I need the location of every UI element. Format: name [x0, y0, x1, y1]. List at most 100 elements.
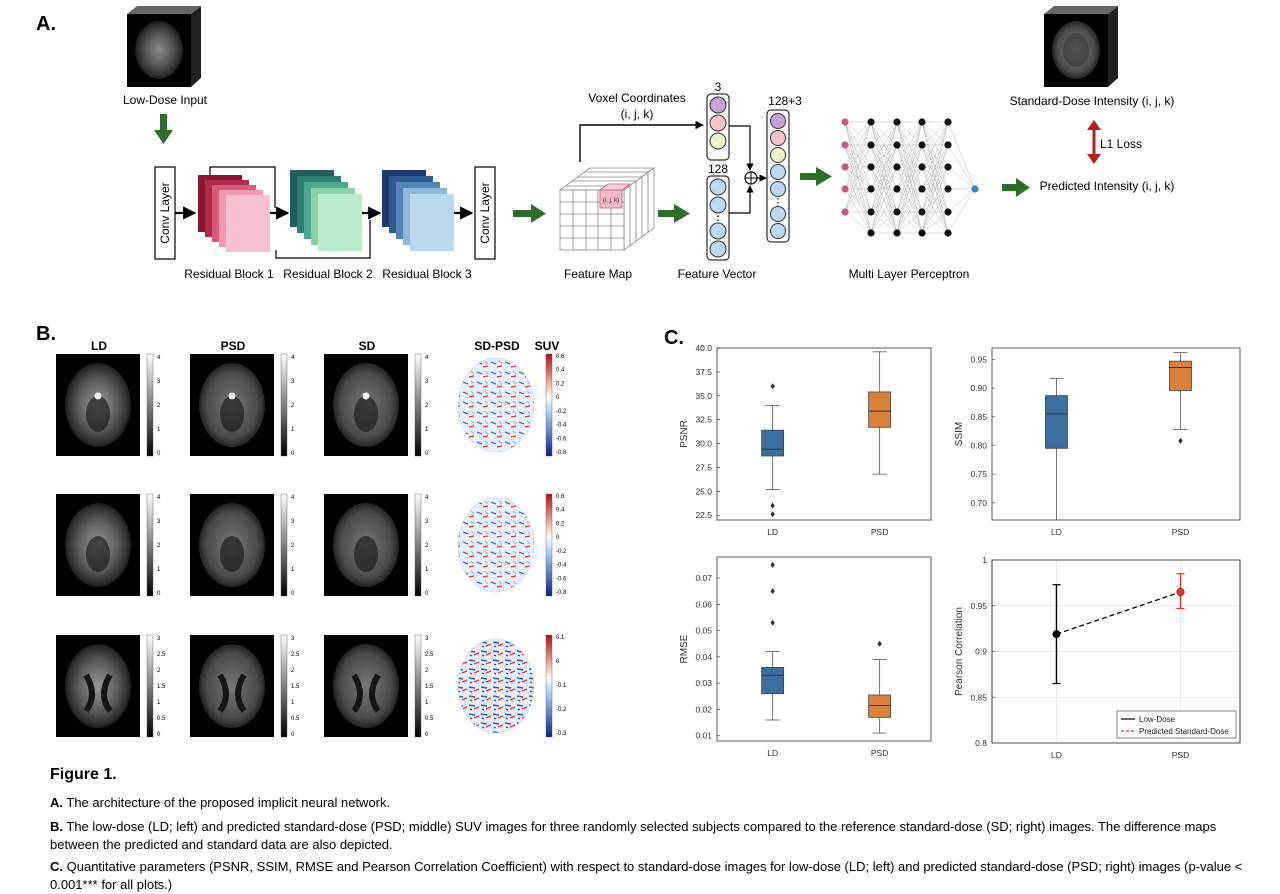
colorbar-tick-label: 1 — [157, 427, 161, 433]
colorbar-tick-label: 0.5 — [425, 716, 434, 722]
colorbar-tick-label: 2.5 — [157, 652, 166, 658]
mlp-neuron — [867, 185, 875, 193]
colorbar-tick-label: 4 — [291, 495, 295, 501]
colorbar-tick-label: 1.5 — [291, 684, 300, 690]
colorbar-tick-label: 0.6 — [556, 494, 565, 500]
colorbar-tick-label: 4 — [291, 355, 295, 361]
y-tick-label: 1 — [982, 555, 987, 565]
y-tick-label: 0.95 — [970, 354, 987, 364]
y-tick-label: 0.90 — [970, 383, 987, 393]
down-arrow-green — [154, 114, 173, 144]
colorbar-tick-label: 0 — [425, 591, 429, 597]
residual-block-2-label: Residual Block 2 — [283, 267, 373, 281]
mlp-connection — [896, 121, 923, 190]
mlp-label: Multi Layer Perceptron — [849, 267, 970, 281]
mlp-connection — [947, 188, 976, 234]
mlp-connection — [844, 121, 872, 234]
y-tick-label: 32.5 — [695, 415, 712, 425]
brain-detail — [354, 536, 378, 572]
mlp-connection — [921, 144, 949, 234]
colorbar-tick-label: 1.5 — [157, 684, 166, 690]
right-arrow-green — [658, 204, 690, 223]
colorbar-tick-label: 4 — [157, 495, 161, 501]
box — [1045, 395, 1068, 449]
y-tick-label: 22.5 — [695, 510, 712, 520]
x-tick-label: PSD — [871, 527, 888, 537]
x-tick-label: LD — [767, 527, 778, 537]
legend-label: Predicted Standard-Dose — [1139, 727, 1229, 736]
mlp-connection — [844, 121, 872, 146]
box — [761, 667, 785, 695]
colorbar-tick-label: 2 — [425, 403, 429, 409]
caption-c: C. Quantitative parameters (PSNR, SSIM, … — [50, 858, 1246, 894]
colorbar-tick-label: -0.3 — [556, 731, 567, 737]
mlp-neuron — [841, 185, 849, 193]
conv-layer-1-label: Conv Layer — [158, 182, 172, 243]
mlp-connection — [921, 121, 949, 213]
mlp-connection — [844, 166, 872, 213]
mlp-connection — [896, 121, 923, 168]
colorbar-tick-label: 0 — [556, 535, 560, 541]
brain-detail — [220, 396, 244, 432]
column-sd-label: SD — [359, 339, 376, 353]
mlp-neuron — [867, 163, 875, 171]
y-tick-label: 0.07 — [695, 573, 712, 583]
colorbar-tick-label: 0.6 — [556, 354, 565, 360]
colorbar-tick-label: 3 — [291, 519, 295, 525]
plot-frame — [716, 347, 932, 521]
mlp-neuron — [841, 208, 849, 216]
colorbar-tick-label: -0.2 — [556, 409, 567, 415]
colorbar-tick-label: 1 — [425, 427, 429, 433]
colorbar-tick-label: 1.5 — [425, 684, 434, 690]
data-point — [1052, 630, 1061, 639]
difference-map — [457, 357, 535, 453]
y-tick-label: 37.5 — [695, 367, 712, 377]
dim-coords-label: 3 — [715, 80, 722, 94]
residual-block-2 — [290, 170, 362, 251]
outlier — [1178, 437, 1183, 444]
mlp-connection — [896, 211, 923, 234]
skip-connection-2 — [275, 220, 371, 259]
feature-vector: ⋮ — [706, 175, 730, 261]
caption-a-text: The architecture of the proposed implici… — [66, 795, 391, 810]
brain-detail — [220, 536, 244, 572]
dim-concat-label: 128+3 — [768, 94, 802, 108]
colorbar-tick-label: 3 — [291, 636, 295, 642]
brain-shape — [333, 644, 399, 728]
box — [1169, 360, 1192, 391]
colorbar-tick-label: 0 — [425, 732, 429, 738]
low-dose-input-cube — [127, 6, 201, 87]
l1-loss-arrow — [1087, 120, 1101, 164]
residual-block-3-label: Residual Block 3 — [382, 267, 472, 281]
colorbar-tick-label: 2 — [291, 668, 295, 674]
colorbar-tick-label: 2 — [157, 668, 161, 674]
mlp-neuron — [918, 229, 926, 237]
colorbar-tick-label: -0.8 — [556, 450, 567, 456]
panel-a-label: A. — [36, 13, 56, 35]
y-tick-label: 0.06 — [695, 599, 712, 609]
y-tick-label: 35.0 — [695, 391, 712, 401]
mlp-connection — [947, 166, 976, 190]
residual-block-3 — [382, 170, 454, 251]
mlp-connection — [947, 121, 976, 190]
mlp-connection — [947, 144, 976, 190]
colorbar-tick-label: 0.1 — [556, 635, 565, 641]
grayscale-colorbar — [414, 493, 422, 597]
colorbar-tick-label: 0.5 — [157, 716, 166, 722]
y-axis-label: PSNR — [679, 420, 690, 448]
mlp-neuron — [918, 163, 926, 171]
plot-frame — [991, 347, 1241, 521]
mlp-connection — [921, 121, 949, 190]
outlier — [770, 511, 775, 518]
mlp-neuron — [944, 229, 952, 237]
outlier — [770, 619, 775, 626]
conv-layer-2 — [474, 166, 496, 260]
hotspot — [362, 392, 370, 400]
ventricles — [351, 673, 381, 713]
colorbar-tick-label: 2.5 — [291, 652, 300, 658]
conv-layer-2-label: Conv Layer — [478, 182, 492, 243]
colorbar-tick-label: 0 — [425, 451, 429, 457]
